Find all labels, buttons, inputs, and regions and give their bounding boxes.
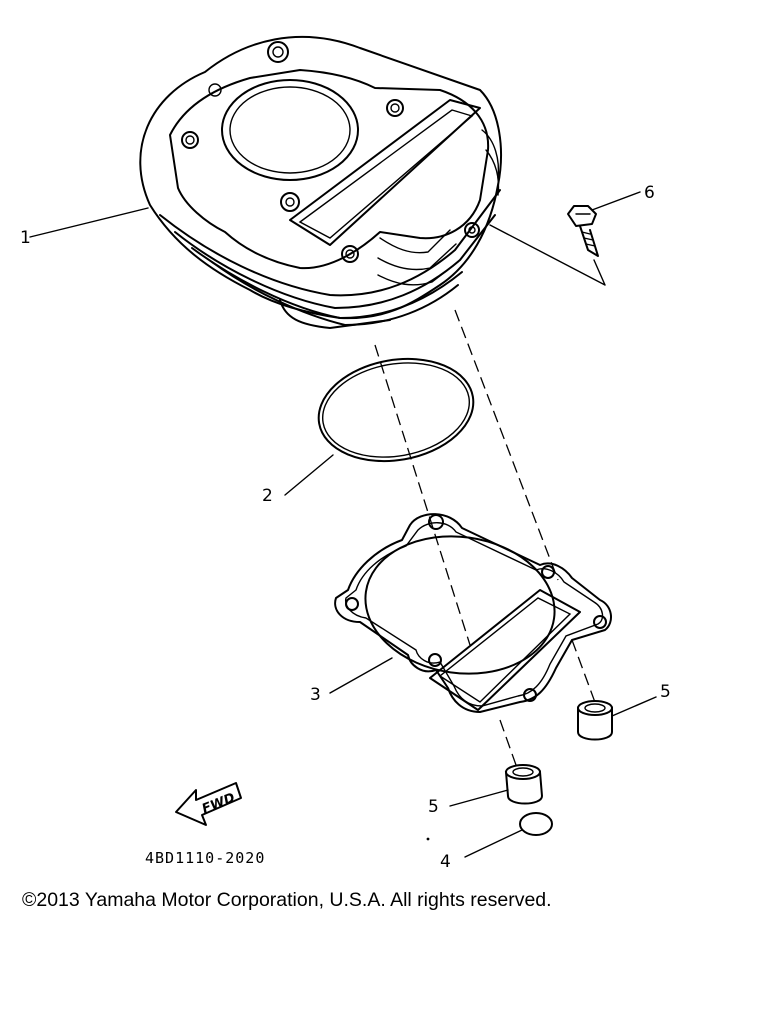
dowel-pin-left-part — [504, 764, 544, 805]
part-label-4: 4 — [440, 852, 451, 872]
stray-dot — [426, 837, 430, 841]
part-label-5-left: 5 — [428, 797, 439, 817]
leader-line-4 — [464, 829, 523, 858]
fwd-label: FWD — [200, 790, 237, 817]
part-label-6: 6 — [644, 183, 655, 203]
part-label-3: 3 — [310, 685, 321, 705]
base-gasket-part — [334, 513, 612, 713]
leader-line-6 — [591, 191, 641, 211]
part-label-5-right: 5 — [660, 682, 671, 702]
cylinder-part — [139, 35, 502, 329]
alignment-line-dowel-right — [454, 309, 559, 581]
dowel-pin-right-part — [577, 700, 613, 741]
leader-line-1 — [29, 207, 149, 238]
exploded-parts-diagram: 1 6 2 3 5 — [20, 35, 671, 872]
part-label-1: 1 — [20, 228, 31, 248]
leader-line-5-right — [611, 696, 657, 717]
alignment-line-dowel-5-right — [571, 639, 597, 706]
bolt-position-line — [489, 224, 606, 286]
bolt-part — [567, 205, 599, 257]
leader-line-2 — [284, 454, 334, 496]
diagram-code: 4BD1110-2020 — [145, 849, 265, 867]
part-label-2: 2 — [262, 486, 273, 506]
o-ring-part — [317, 357, 475, 463]
forward-arrow-icon: FWD — [175, 782, 242, 826]
plug-part — [519, 812, 553, 836]
alignment-line-dowel-5-left — [499, 719, 517, 766]
copyright-notice: ©2013 Yamaha Motor Corporation, U.S.A. A… — [22, 889, 552, 911]
leader-line-3 — [329, 657, 393, 694]
alignment-line-bore — [374, 344, 471, 646]
leader-line-5-left — [449, 789, 509, 807]
